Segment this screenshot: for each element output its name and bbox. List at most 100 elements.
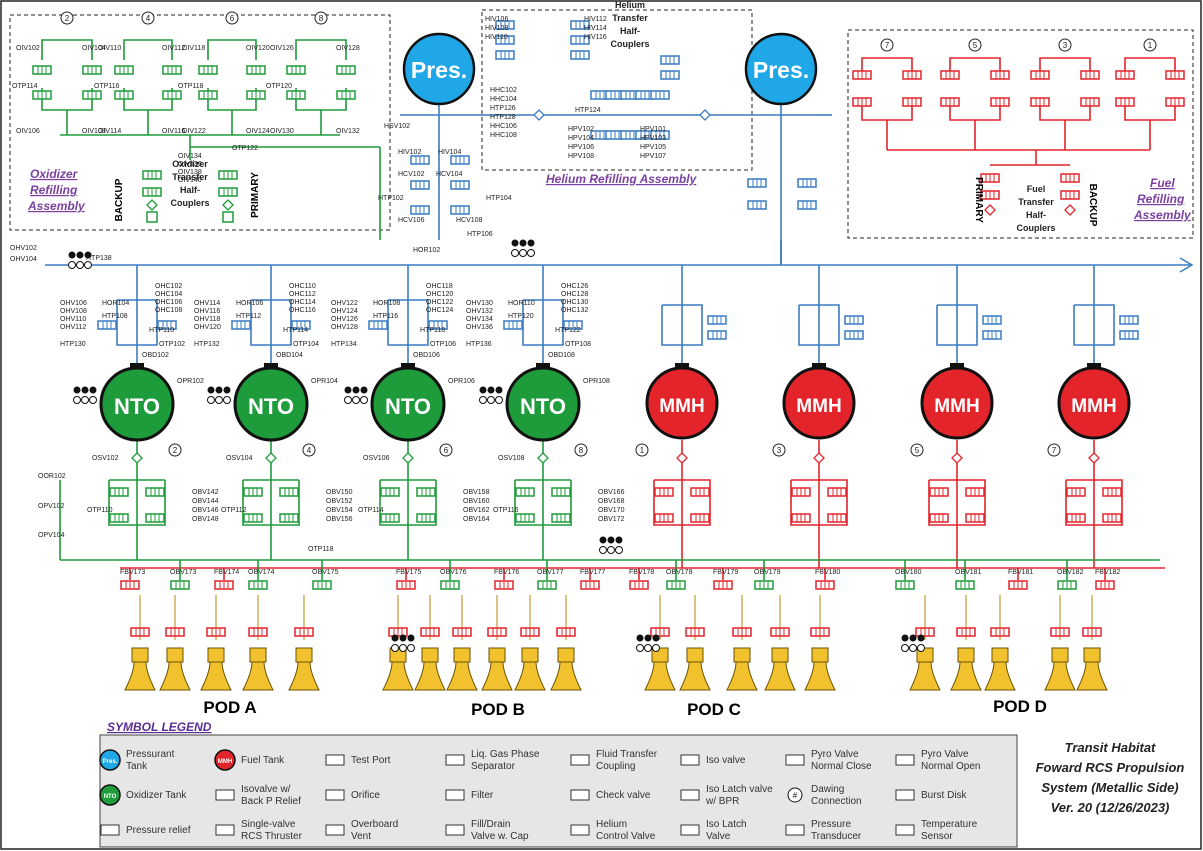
component-label: OBV144: [192, 498, 219, 505]
iso-latch-valve-icon: [1165, 97, 1185, 107]
component-label: HHC104: [490, 96, 517, 103]
iso-latch-valve-icon: [515, 513, 535, 523]
iso-latch-valve-icon: [494, 580, 514, 590]
iso-latch-valve-icon: [747, 178, 767, 188]
component-label: OHV118: [194, 316, 220, 323]
iso-latch-valve-icon: [440, 580, 460, 590]
component-label: FBV181: [1008, 569, 1033, 576]
iso-latch-valve-icon: [503, 320, 523, 330]
legend-symbol-icon: [445, 789, 465, 801]
iso-latch-valve-icon: [243, 487, 263, 497]
component-label: OTP116: [493, 507, 519, 514]
component-label: OTP118: [308, 546, 334, 553]
legend-symbol-icon: [445, 754, 465, 766]
pipe: [207, 39, 257, 60]
component-label: OBV154: [326, 507, 353, 514]
pressure-transducer-icon: [360, 396, 368, 404]
oxidizer-backup-label: BACKUP: [114, 178, 125, 221]
component-label: HCV106: [398, 217, 425, 224]
pressure-transducer-icon: [68, 261, 76, 269]
legend-item: Iso valve: [680, 754, 746, 766]
drawing-connection-icon: [772, 443, 786, 457]
iso-latch-valve-icon: [248, 580, 268, 590]
component-label: OBD102: [142, 352, 169, 359]
iso-latch-valve-icon: [965, 487, 985, 497]
component-label: OIV130: [270, 128, 294, 135]
pipe: [295, 39, 347, 60]
legend-item: Orifice: [325, 789, 380, 801]
component-label: FBV173: [120, 569, 145, 576]
legend-item-label: Fuel Tank: [241, 755, 285, 766]
pod-c-label: POD C: [687, 700, 741, 719]
component-label: HIV114: [584, 25, 607, 32]
component-label: OTP102: [159, 341, 185, 348]
rcs-thruster-icon: [481, 647, 513, 691]
temperature-sensor-icon: [407, 634, 415, 642]
iso-latch-valve-icon: [286, 65, 306, 75]
component-label: OSV104: [226, 455, 253, 462]
component-label: OHC110: [289, 283, 316, 290]
pressure-transducer-icon: [917, 644, 925, 652]
iso-latch-valve-icon: [246, 90, 266, 100]
component-label: OHV114: [194, 300, 220, 307]
svg-text:Ver. 20 (12/26/2023): Ver. 20 (12/26/2023): [1051, 800, 1170, 815]
component-label: OBD106: [413, 352, 440, 359]
iso-latch-valve-icon: [410, 180, 430, 190]
component-label: OHV102: [10, 245, 37, 252]
component-label: FBV179: [713, 569, 738, 576]
temperature-sensor-icon: [495, 386, 503, 394]
rcs-thruster-icon: [1044, 647, 1076, 691]
connection-number: 5: [915, 446, 920, 455]
legend-item-label: Helium: [596, 819, 627, 830]
fuel-refilling-box: [847, 29, 1194, 239]
component-label: OBV182: [1057, 569, 1084, 576]
component-label: OIV104: [82, 45, 106, 52]
oxidizer-tank-3: NTO: [370, 366, 446, 442]
pressure-transducer-icon: [223, 396, 231, 404]
component-label: OBV177: [537, 569, 564, 576]
component-label: OTP114: [12, 83, 38, 90]
component-label: OIV136: [178, 161, 202, 168]
svg-text:System (Metallic Side): System (Metallic Side): [1041, 780, 1178, 795]
component-label: OBD104: [276, 352, 303, 359]
pressure-transducer-icon: [909, 644, 917, 652]
iso-latch-valve-icon: [416, 513, 436, 523]
legend-item-label: Separator: [471, 761, 516, 772]
component-label: HCV102: [398, 171, 425, 178]
fuel-couplers-label: Fuel Transfer Half- Couplers: [1016, 184, 1055, 233]
drawing-connection-icon: [225, 11, 239, 25]
temperature-sensor-icon: [81, 386, 89, 394]
legend-symbol-icon: [895, 789, 915, 801]
pipe: [798, 304, 840, 346]
component-label: HTP138: [86, 255, 112, 262]
temperature-sensor-icon: [487, 386, 495, 394]
pressure-transducer-icon: [215, 396, 223, 404]
component-label: OBV170: [598, 507, 625, 514]
pressure-transducer-icon: [511, 249, 519, 257]
pressure-transducer-icon: [207, 396, 215, 404]
iso-latch-valve-icon: [955, 580, 975, 590]
svg-text:Fuel: Fuel: [1027, 184, 1046, 194]
iso-latch-valve-icon: [248, 627, 268, 637]
legend-item-label: RCS Thruster: [241, 831, 303, 842]
rcs-thruster-icon: [1076, 647, 1108, 691]
legend-item-label: Dawing: [811, 784, 844, 795]
component-label: OPR108: [583, 378, 610, 385]
iso-latch-valve-icon: [450, 205, 470, 215]
component-label: HTP102: [378, 195, 404, 202]
component-label: OTP106: [430, 341, 456, 348]
component-label: HHC106: [490, 123, 517, 130]
iso-latch-valve-icon: [1115, 70, 1135, 80]
fuel-tank-2: MMH: [782, 366, 856, 440]
iso-latch-valve-icon: [286, 90, 306, 100]
component-label: HIV104: [438, 149, 461, 156]
legend-item-label: Oxidizer Tank: [126, 790, 187, 801]
iso-latch-valve-icon: [142, 187, 162, 197]
legend-symbol-icon: [895, 824, 915, 836]
fuel-tank-4: MMH: [1057, 366, 1131, 440]
temperature-sensor-icon: [519, 239, 527, 247]
component-label: OHV122: [331, 300, 358, 307]
